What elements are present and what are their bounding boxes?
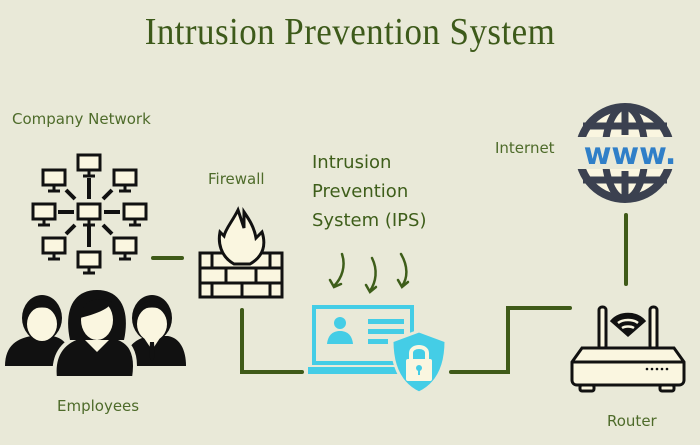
globe-icon: www. [574, 103, 686, 203]
person-icon [125, 295, 186, 366]
arrow-down-icon [399, 252, 408, 288]
ips-device-icon [308, 305, 448, 395]
computer-icon [76, 250, 102, 275]
computer-icon [76, 153, 102, 178]
ips-arrows [328, 252, 410, 294]
laptop-base [308, 367, 418, 374]
ips-label-line-3: System (IPS) [312, 210, 427, 231]
internet-label: Internet [495, 139, 555, 157]
antenna-left [597, 305, 608, 351]
ips-label-line-2: Prevention [312, 181, 409, 202]
employees-label: Employees [57, 397, 140, 415]
computer-icon [76, 202, 102, 227]
computer-icon [41, 168, 67, 193]
person-icon [52, 290, 137, 380]
ips-label: Intrusion Prevention System (IPS) [312, 148, 426, 235]
router-icon [570, 305, 686, 393]
flame-icon [217, 206, 266, 266]
wifi-icon [609, 312, 647, 337]
connections [151, 213, 628, 374]
firewall-label: Firewall [208, 170, 265, 188]
arrow-down-icon [368, 256, 377, 293]
diagram-title: Intrusion Prevention System [144, 11, 556, 53]
lock-icon [406, 345, 432, 381]
employees-icon [5, 290, 186, 380]
ips-label-line-1: Intrusion [312, 152, 392, 173]
company-network-label: Company Network [12, 110, 151, 128]
connector-firewall-ips [240, 308, 304, 374]
router-label: Router [607, 412, 657, 430]
company-network-icon [31, 153, 148, 275]
computer-icon [112, 168, 138, 193]
arrow-down-icon [332, 252, 345, 288]
www-text: www. [584, 137, 677, 172]
computer-icon [112, 236, 138, 261]
user-card-icon [327, 317, 404, 344]
antenna-right [648, 305, 659, 351]
computer-icon [31, 202, 57, 227]
person-icon [5, 295, 72, 366]
computer-icon [122, 202, 148, 227]
connector-ips-router [449, 306, 572, 374]
firewall-icon [198, 206, 284, 299]
computer-icon [41, 236, 67, 261]
